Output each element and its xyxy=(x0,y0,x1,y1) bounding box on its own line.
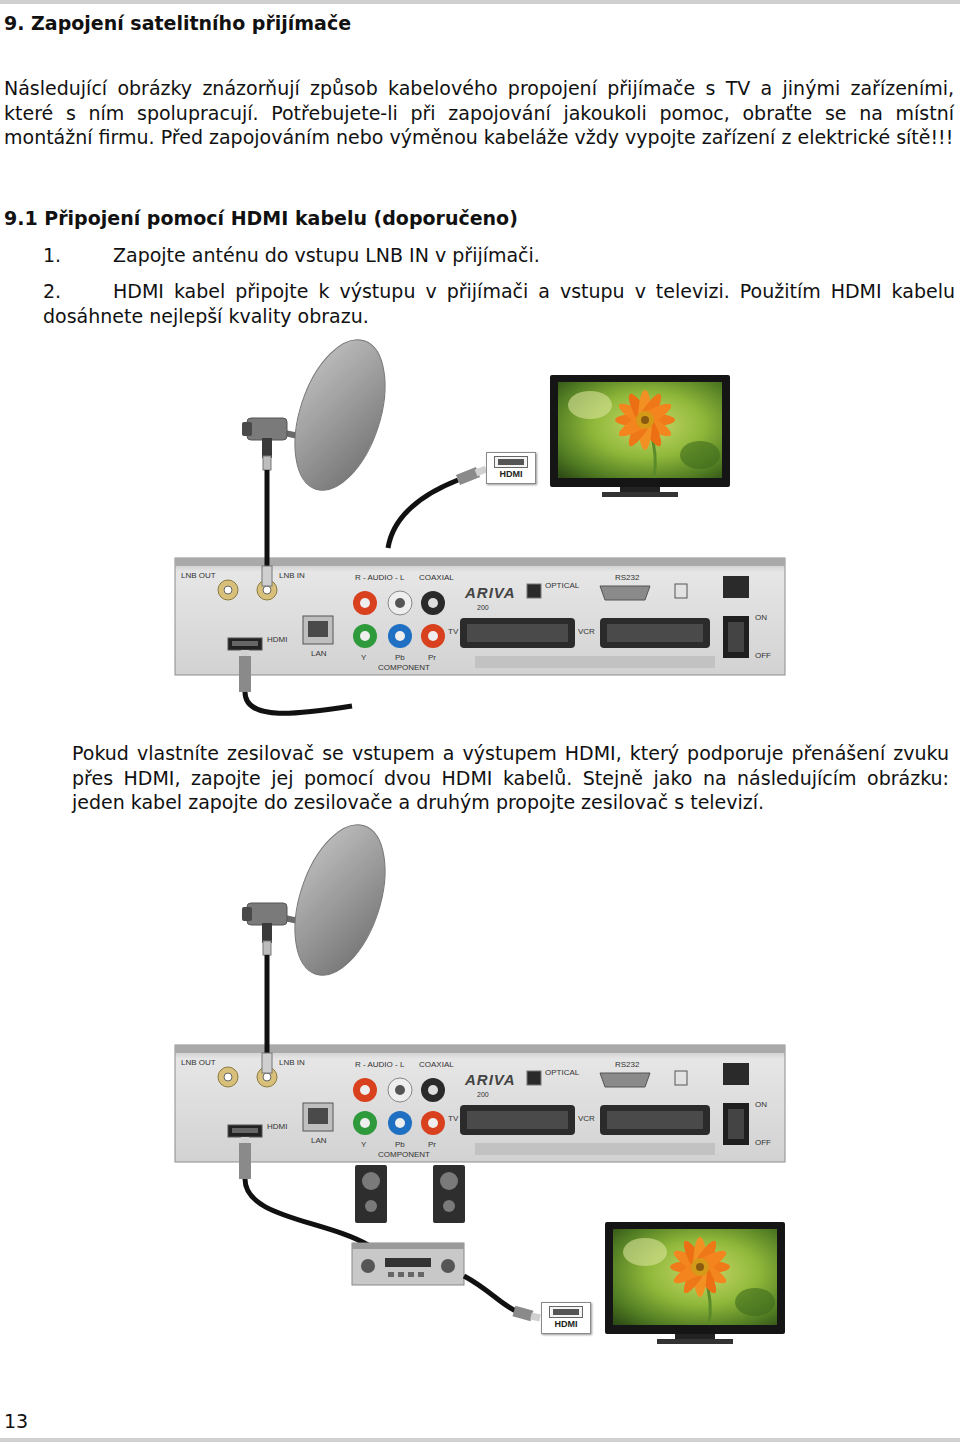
body-paragraph: Pokud vlastníte zesilovač se vstupem a v… xyxy=(72,741,949,815)
television xyxy=(605,1222,785,1344)
television xyxy=(550,375,730,497)
panel-label: TV xyxy=(448,1115,458,1123)
bottom-rule xyxy=(0,1438,960,1442)
hdmi-port-icon xyxy=(549,1306,583,1318)
hdmi-port-icon xyxy=(494,456,528,468)
panel-label: Pb xyxy=(395,1141,405,1149)
page-number: 13 xyxy=(4,1410,28,1432)
amplifier xyxy=(352,1243,464,1285)
port-label: HDMI xyxy=(500,470,523,480)
panel-label: OPTICAL xyxy=(545,582,579,590)
panel-label: LNB OUT xyxy=(181,1059,216,1067)
receiver-rear-panel xyxy=(175,558,785,675)
body-paragraph: Následující obrázky znázorňují způsob ka… xyxy=(4,76,954,150)
panel-label: 200 xyxy=(477,604,489,611)
brand-logo: ARIVA xyxy=(465,585,516,600)
hdmi-cable xyxy=(464,1276,540,1318)
panel-label: Pr xyxy=(428,654,436,662)
panel-label: Y xyxy=(361,1141,366,1149)
page-title: 9. Zapojení satelitního přijímače xyxy=(4,12,351,34)
brand-logo: ARIVA xyxy=(465,1072,516,1087)
panel-label: ON xyxy=(755,614,767,622)
panel-label: HDMI xyxy=(267,1123,287,1131)
panel-label: COAXIAL xyxy=(419,574,454,582)
list-number: 2. xyxy=(43,279,61,304)
speaker xyxy=(433,1165,465,1223)
port-label: HDMI xyxy=(555,1320,578,1330)
receiver-rear-panel xyxy=(175,1045,785,1162)
panel-label: Pr xyxy=(428,1141,436,1149)
panel-label: VCR xyxy=(578,628,595,636)
list-number: 1. xyxy=(43,243,61,268)
panel-label: OPTICAL xyxy=(545,1069,579,1077)
panel-label: HDMI xyxy=(267,636,287,644)
panel-label: COAXIAL xyxy=(419,1061,454,1069)
panel-label: COMPONENT xyxy=(378,664,430,672)
panel-label: ON xyxy=(755,1101,767,1109)
hdmi-cable xyxy=(388,469,486,548)
hdmi-cable xyxy=(239,650,352,713)
top-rule xyxy=(0,0,960,4)
hdmi-cable xyxy=(239,1137,368,1245)
panel-label: COMPONENT xyxy=(378,1151,430,1159)
panel-label: OFF xyxy=(755,1139,771,1147)
panel-label: LNB IN xyxy=(279,1059,305,1067)
panel-label: OFF xyxy=(755,652,771,660)
panel-label: RS232 xyxy=(615,574,639,582)
panel-label: Y xyxy=(361,654,366,662)
panel-label: Pb xyxy=(395,654,405,662)
hdmi-input-box: HDMI xyxy=(541,1302,591,1334)
panel-label: R - AUDIO - L xyxy=(355,1061,404,1069)
panel-label: TV xyxy=(448,628,458,636)
panel-label: LAN xyxy=(311,650,327,658)
coax-cable xyxy=(262,955,272,1073)
panel-label: LAN xyxy=(311,1137,327,1145)
panel-label: 200 xyxy=(477,1091,489,1098)
panel-label: LNB IN xyxy=(279,572,305,580)
section-heading: 9.1 Připojení pomocí HDMI kabelu (doporu… xyxy=(4,207,518,229)
panel-label: RS232 xyxy=(615,1061,639,1069)
panel-label: LNB OUT xyxy=(181,572,216,580)
speaker xyxy=(355,1165,387,1223)
list-item: Zapojte anténu do vstupu LNB IN v přijím… xyxy=(113,243,953,268)
coax-cable xyxy=(262,470,272,586)
panel-label: VCR xyxy=(578,1115,595,1123)
list-item: HDMI kabel připojte k výstupu v přijímač… xyxy=(43,279,955,328)
hdmi-input-box: HDMI xyxy=(486,452,536,484)
panel-label: R - AUDIO - L xyxy=(355,574,404,582)
